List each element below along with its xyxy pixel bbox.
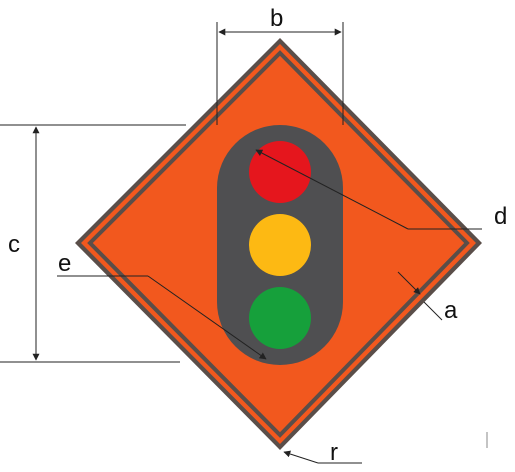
leader-d-arrow <box>255 149 409 230</box>
dimension-b <box>216 22 344 125</box>
label-a: a <box>444 297 458 324</box>
label-r: r <box>330 439 338 466</box>
leader-a-tail <box>423 301 443 321</box>
leader-r <box>283 450 362 464</box>
dimension-c <box>0 124 186 363</box>
sign-inner-border-line <box>87 50 470 438</box>
leader-a-arrow <box>397 271 421 295</box>
label-e: e <box>58 250 71 277</box>
leader-e <box>57 275 267 360</box>
leader-e-arrow <box>147 275 267 360</box>
leader-r-arrow <box>283 450 319 464</box>
green-light <box>249 287 311 349</box>
amber-light <box>249 214 311 276</box>
label-c: c <box>8 231 20 258</box>
traffic-light-symbol <box>217 125 343 365</box>
leader-a <box>397 271 443 321</box>
label-d: d <box>494 203 507 230</box>
label-b: b <box>270 5 283 32</box>
red-light <box>249 141 311 203</box>
leader-d <box>255 149 482 230</box>
